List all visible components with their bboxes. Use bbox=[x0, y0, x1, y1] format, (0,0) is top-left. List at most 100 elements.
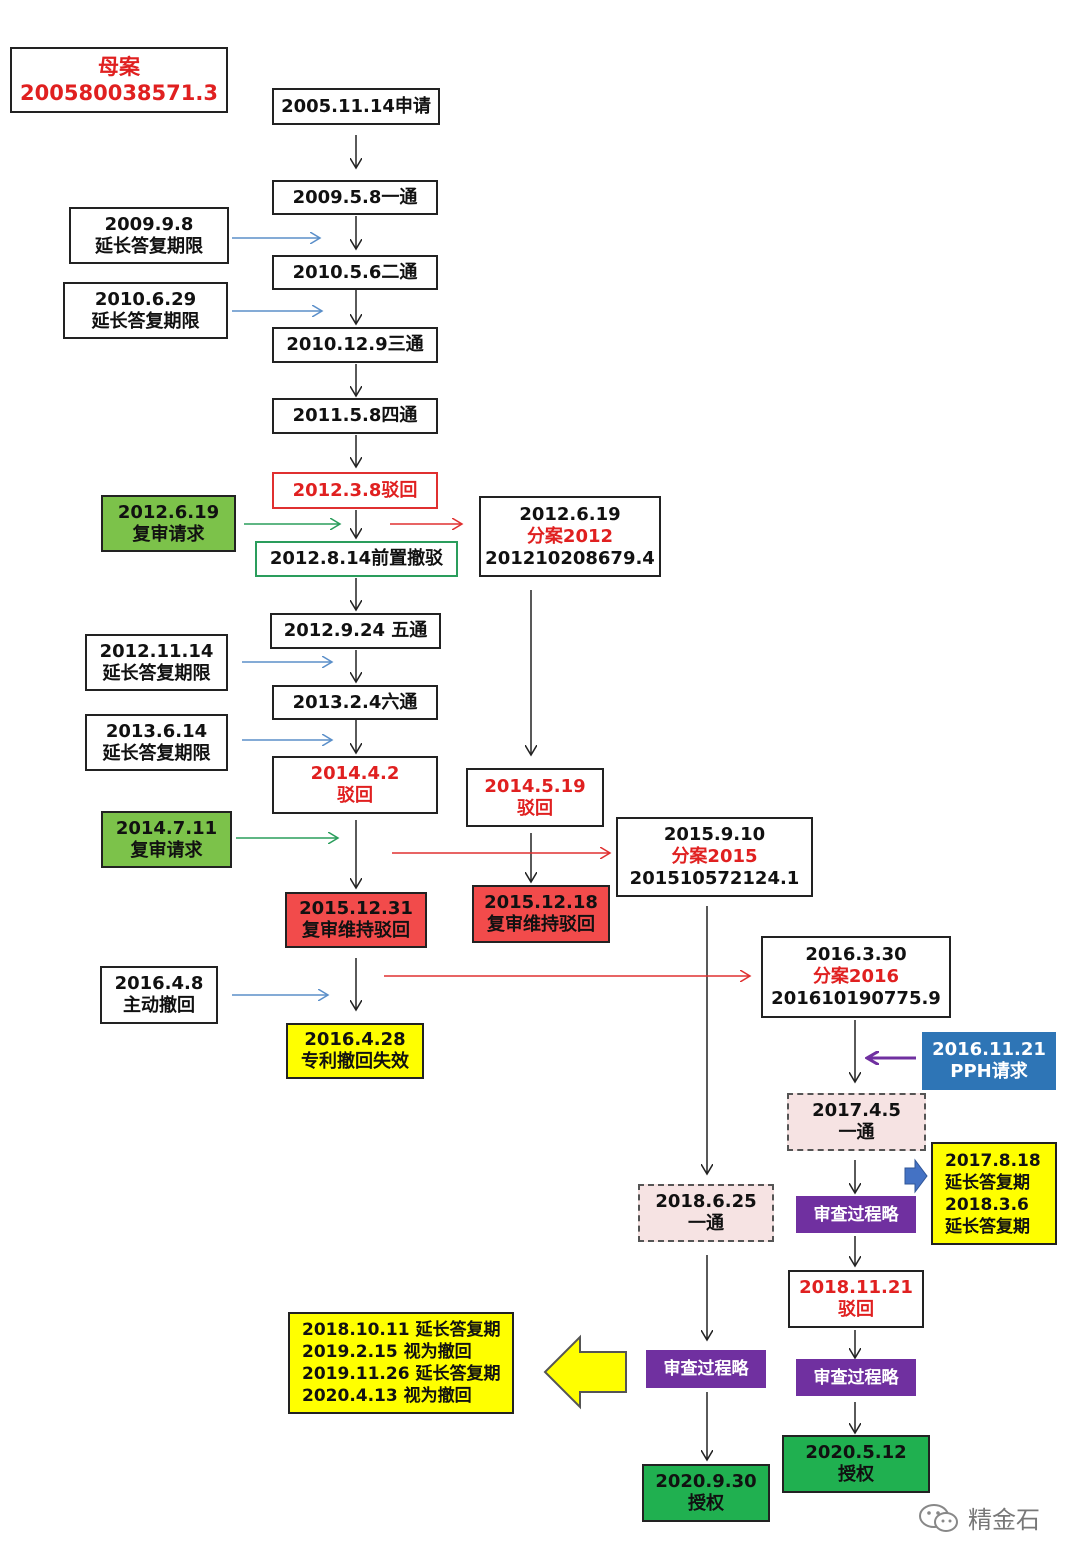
division-date: 2012.6.19 bbox=[519, 503, 621, 525]
process-label: 审查过程略 bbox=[663, 1359, 749, 1379]
main-step-oa4: 2011.5.8四通 bbox=[272, 398, 438, 434]
division-2016-oa1: 2017.4.5 一通 bbox=[787, 1093, 926, 1151]
note-text: 复审请求 bbox=[130, 839, 203, 861]
main-chain-arrows bbox=[356, 135, 855, 1460]
division-2012-box: 2012.6.19 分案2012 201210208679.4 bbox=[479, 496, 661, 577]
main-step-label: 2012.9.24 五通 bbox=[283, 620, 428, 641]
wechat-icon bbox=[919, 1503, 958, 1532]
main-step-oa1: 2009.5.8一通 bbox=[272, 180, 438, 215]
ext-line: 2018.3.6 bbox=[945, 1194, 1029, 1215]
division-2012-review-upheld: 2015.12.18 复审维持驳回 bbox=[472, 885, 610, 943]
parent-number: 200580038571.3 bbox=[20, 81, 218, 105]
yellow-block-arrow bbox=[543, 1334, 627, 1410]
main-step-label: 2009.5.8一通 bbox=[292, 186, 418, 208]
grant-date: 2020.9.30 bbox=[655, 1471, 757, 1492]
side-note-extension: 2013.6.14 延长答复期限 bbox=[85, 714, 228, 771]
division-2016-box: 2016.3.30 分案2016 201610190775.9 bbox=[761, 936, 951, 1018]
note-text: 延长答复期限 bbox=[91, 310, 200, 332]
side-note-extension: 2012.11.14 延长答复期限 bbox=[85, 634, 228, 691]
division-label: 分案2016 bbox=[812, 966, 900, 987]
division-2015-box: 2015.9.10 分案2015 201510572124.1 bbox=[616, 817, 813, 897]
note-line: 2019.2.15 视为撤回 bbox=[302, 1342, 472, 1362]
review-text: 复审维持驳回 bbox=[302, 920, 410, 941]
division-2016-grant: 2020.5.12 授权 bbox=[782, 1435, 930, 1493]
main-step-oa5: 2012.9.24 五通 bbox=[270, 613, 441, 649]
division-2016-rejection: 2018.11.21 驳回 bbox=[788, 1270, 924, 1328]
review-date: 2015.12.31 bbox=[299, 898, 413, 919]
ext-line: 延长答复期 bbox=[945, 1172, 1030, 1193]
extension-arrows bbox=[232, 238, 332, 995]
division-label: 分案2015 bbox=[671, 846, 758, 867]
main-step-oa2: 2010.5.6二通 bbox=[272, 255, 438, 290]
division-2012-rejection: 2014.5.19 驳回 bbox=[466, 768, 604, 827]
review-request-arrows bbox=[236, 524, 340, 838]
note-date: 2013.6.14 bbox=[105, 720, 208, 742]
grant-date: 2020.5.12 bbox=[805, 1442, 907, 1463]
division-2016-extensions: 2017.8.18 延长答复期 2018.3.6 延长答复期 bbox=[931, 1142, 1057, 1245]
main-step-reconsider-revoke: 2012.8.14前置撤驳 bbox=[255, 541, 458, 577]
pph-text: PPH请求 bbox=[950, 1061, 1028, 1082]
main-step-label: 2013.2.4六通 bbox=[292, 691, 418, 713]
rejection-text: 驳回 bbox=[838, 1299, 874, 1320]
rejection-text: 驳回 bbox=[337, 785, 373, 806]
watermark: 精金石 bbox=[918, 1500, 1040, 1535]
rejection-date: 2014.4.2 bbox=[310, 763, 400, 784]
note-date: 2014.7.11 bbox=[115, 817, 218, 839]
main-step-label: 2012.3.8驳回 bbox=[292, 479, 418, 501]
grant-text: 授权 bbox=[688, 1493, 724, 1514]
note-text: 延长答复期限 bbox=[102, 742, 211, 764]
note-text: 延长答复期限 bbox=[102, 662, 211, 684]
main-step-label: 2011.5.8四通 bbox=[292, 405, 418, 426]
watermark-text: 精金石 bbox=[968, 1506, 1040, 1534]
main-rejection-2014: 2014.4.2 驳回 bbox=[272, 756, 438, 814]
division-2016-pph-request: 2016.11.21 PPH请求 bbox=[922, 1032, 1056, 1090]
division-2015-grant: 2020.9.30 授权 bbox=[642, 1464, 770, 1522]
note-line: 2020.4.13 视为撤回 bbox=[302, 1386, 472, 1406]
process-label: 审查过程略 bbox=[813, 1367, 899, 1388]
main-end-withdrawn: 2016.4.28 专利撤回失效 bbox=[286, 1023, 424, 1079]
main-step-application: 2005.11.14申请 bbox=[272, 88, 440, 125]
note-text: 复审请求 bbox=[132, 523, 205, 545]
review-text: 复审维持驳回 bbox=[487, 914, 595, 935]
note-date: 2016.4.8 bbox=[114, 973, 204, 994]
ext-line: 延长答复期 bbox=[945, 1216, 1030, 1237]
note-line: 2018.10.11 延长答复期 bbox=[302, 1320, 501, 1340]
main-step-label: 2010.12.9三通 bbox=[286, 334, 424, 355]
division-number: 201510572124.1 bbox=[629, 868, 800, 889]
oa-date: 2017.4.5 bbox=[812, 1100, 901, 1121]
review-date: 2015.12.18 bbox=[484, 892, 598, 913]
side-note-extension: 2009.9.8 延长答复期限 bbox=[69, 207, 229, 264]
note-date: 2010.6.29 bbox=[94, 288, 197, 310]
rejection-date: 2014.5.19 bbox=[484, 775, 586, 797]
division-label: 分案2012 bbox=[526, 525, 614, 547]
side-note-voluntary-withdraw: 2016.4.8 主动撤回 bbox=[100, 966, 218, 1024]
end-date: 2016.4.28 bbox=[304, 1029, 406, 1050]
main-step-oa3: 2010.12.9三通 bbox=[272, 327, 438, 363]
process-label: 审查过程略 bbox=[813, 1204, 899, 1225]
parent-label: 母案 bbox=[98, 55, 140, 79]
side-note-extension: 2010.6.29 延长答复期限 bbox=[63, 282, 228, 339]
oa-text: 一通 bbox=[688, 1213, 724, 1234]
note-line: 2019.11.26 延长答复期 bbox=[302, 1364, 501, 1384]
division-number: 201610190775.9 bbox=[771, 988, 941, 1009]
blue-block-arrow bbox=[904, 1158, 928, 1194]
division-2015-process-omitted: 审查过程略 bbox=[646, 1350, 766, 1388]
division-date: 2016.3.30 bbox=[805, 944, 907, 965]
main-step-label: 2012.8.14前置撤驳 bbox=[269, 548, 444, 569]
main-step-label: 2010.5.6二通 bbox=[292, 261, 418, 283]
rejection-text: 驳回 bbox=[517, 797, 553, 819]
side-note-review-request: 2012.6.19 复审请求 bbox=[101, 495, 236, 552]
rejection-date: 2018.11.21 bbox=[799, 1277, 913, 1298]
oa-text: 一通 bbox=[838, 1122, 875, 1143]
end-text: 专利撤回失效 bbox=[301, 1051, 409, 1072]
division-2016-process-omitted: 审查过程略 bbox=[796, 1359, 916, 1396]
note-text: 主动撤回 bbox=[123, 995, 195, 1016]
division-arrows bbox=[384, 524, 750, 976]
division-2016-process-omitted: 审查过程略 bbox=[796, 1196, 916, 1233]
note-date: 2012.6.19 bbox=[117, 501, 220, 523]
ext-line: 2017.8.18 bbox=[945, 1150, 1041, 1171]
division-2015-notes: 2018.10.11 延长答复期 2019.2.15 视为撤回 2019.11.… bbox=[288, 1312, 514, 1414]
main-step-rejection-2012: 2012.3.8驳回 bbox=[272, 472, 438, 509]
